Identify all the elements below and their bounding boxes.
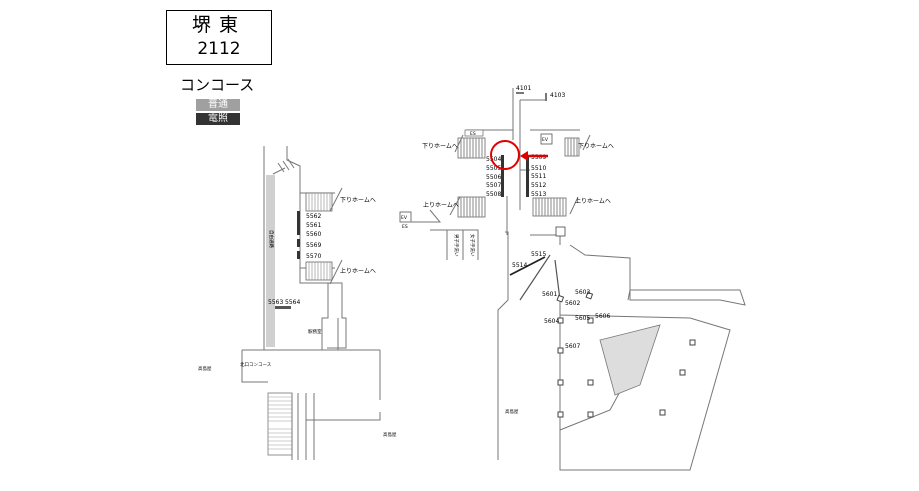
to-up-platform-right: 上りホームへ — [575, 197, 611, 205]
board-label: 5563 — [268, 299, 283, 306]
north-concourse-label: 北口コンコース — [240, 361, 272, 368]
free-passage-label: 自由通路 — [268, 230, 275, 248]
es-label: ES — [470, 131, 476, 137]
board-label: 5604 — [544, 318, 559, 325]
floor-label: コンコース — [180, 76, 255, 94]
es-label: ES — [402, 224, 408, 230]
board-label: 5607 — [565, 343, 580, 350]
board-strip — [297, 211, 300, 235]
board-label: 5564 — [285, 299, 300, 306]
board-strip-right — [526, 157, 529, 197]
stairs-down — [305, 187, 343, 285]
takashimaya-label: 高島屋 — [198, 365, 212, 372]
board-label: 5508 — [486, 191, 501, 198]
free-passage-strip — [266, 175, 275, 347]
board-label: 5605 — [575, 315, 590, 322]
board-label: 5509 — [531, 154, 546, 161]
toilet-men-label: 男子手洗い — [453, 234, 460, 257]
board-label: 5507 — [486, 182, 501, 189]
board-label: 5603 — [575, 289, 590, 296]
to-up-platform-left: 上りホームへ — [423, 201, 459, 209]
board-label: 5513 — [531, 191, 546, 198]
board-label: 5506 — [486, 174, 501, 181]
board-4101 — [516, 92, 524, 94]
ev-label: EV — [401, 215, 408, 221]
board-label: 5561 — [306, 222, 321, 229]
board-label: 5514 — [512, 262, 527, 269]
station-name: 堺東 — [191, 14, 246, 36]
stairs-escalator-south — [267, 392, 355, 460]
board-strip-left — [501, 155, 504, 197]
board-label: 5562 — [306, 213, 321, 220]
station-office-label: 駅務室 — [308, 328, 322, 335]
board-label: 5560 — [306, 231, 321, 238]
board-label: 5505 — [486, 165, 501, 172]
board-5514-5515 — [509, 256, 546, 276]
elevator-box — [540, 133, 553, 145]
board-label: 5570 — [306, 253, 321, 260]
board-label: 5569 — [306, 242, 321, 249]
board-label: 5504 — [486, 156, 501, 163]
board-label: 5511 — [531, 173, 546, 180]
board-label: 5606 — [595, 313, 610, 320]
highlight-marker — [490, 140, 548, 170]
to-down-platform: 下りホームへ — [340, 197, 376, 204]
escalator-area — [599, 324, 661, 396]
arrow-head-icon — [520, 151, 528, 161]
board-label: 4101 — [516, 85, 531, 92]
board-label: 5512 — [531, 182, 546, 189]
station-title-box: 堺東 2112 — [166, 10, 272, 65]
stairs-north — [449, 129, 591, 218]
board-label: 5602 — [565, 300, 580, 307]
takashimaya-label: 高島屋 — [383, 431, 397, 438]
east-area: EV EV ES ES 4101 4103 下りホームへ 下りホームへ 上りホー… — [399, 85, 746, 471]
board-label: 5601 — [542, 291, 557, 298]
toilet-women-label: 女子手洗い — [469, 234, 476, 257]
west-area: 下りホームへ 上りホームへ 5562 5561 5560 5569 5570 5… — [198, 146, 397, 460]
accessible-toilet-icon — [555, 226, 566, 237]
board-label: 5515 — [531, 251, 546, 258]
board-5563-5564 — [275, 306, 291, 309]
board-label: 4103 — [550, 92, 565, 99]
legend-illuminated: 電照 — [196, 113, 240, 125]
pillars — [556, 291, 696, 418]
board-4103 — [545, 93, 547, 101]
takashimaya-label: 高島屋 — [505, 408, 519, 415]
to-down-platform-right: 下りホームへ — [578, 143, 614, 150]
board-label: 5510 — [531, 165, 546, 172]
legend-normal: 普通 — [196, 99, 240, 111]
to-up-platform: 上りホームへ — [340, 267, 376, 275]
station-code: 2112 — [197, 39, 241, 59]
board-strip — [297, 239, 300, 247]
highlight-circle — [490, 140, 520, 170]
to-down-platform-left: 下りホームへ — [422, 143, 458, 150]
board-strip — [297, 251, 300, 259]
ev-label: EV — [542, 137, 549, 143]
